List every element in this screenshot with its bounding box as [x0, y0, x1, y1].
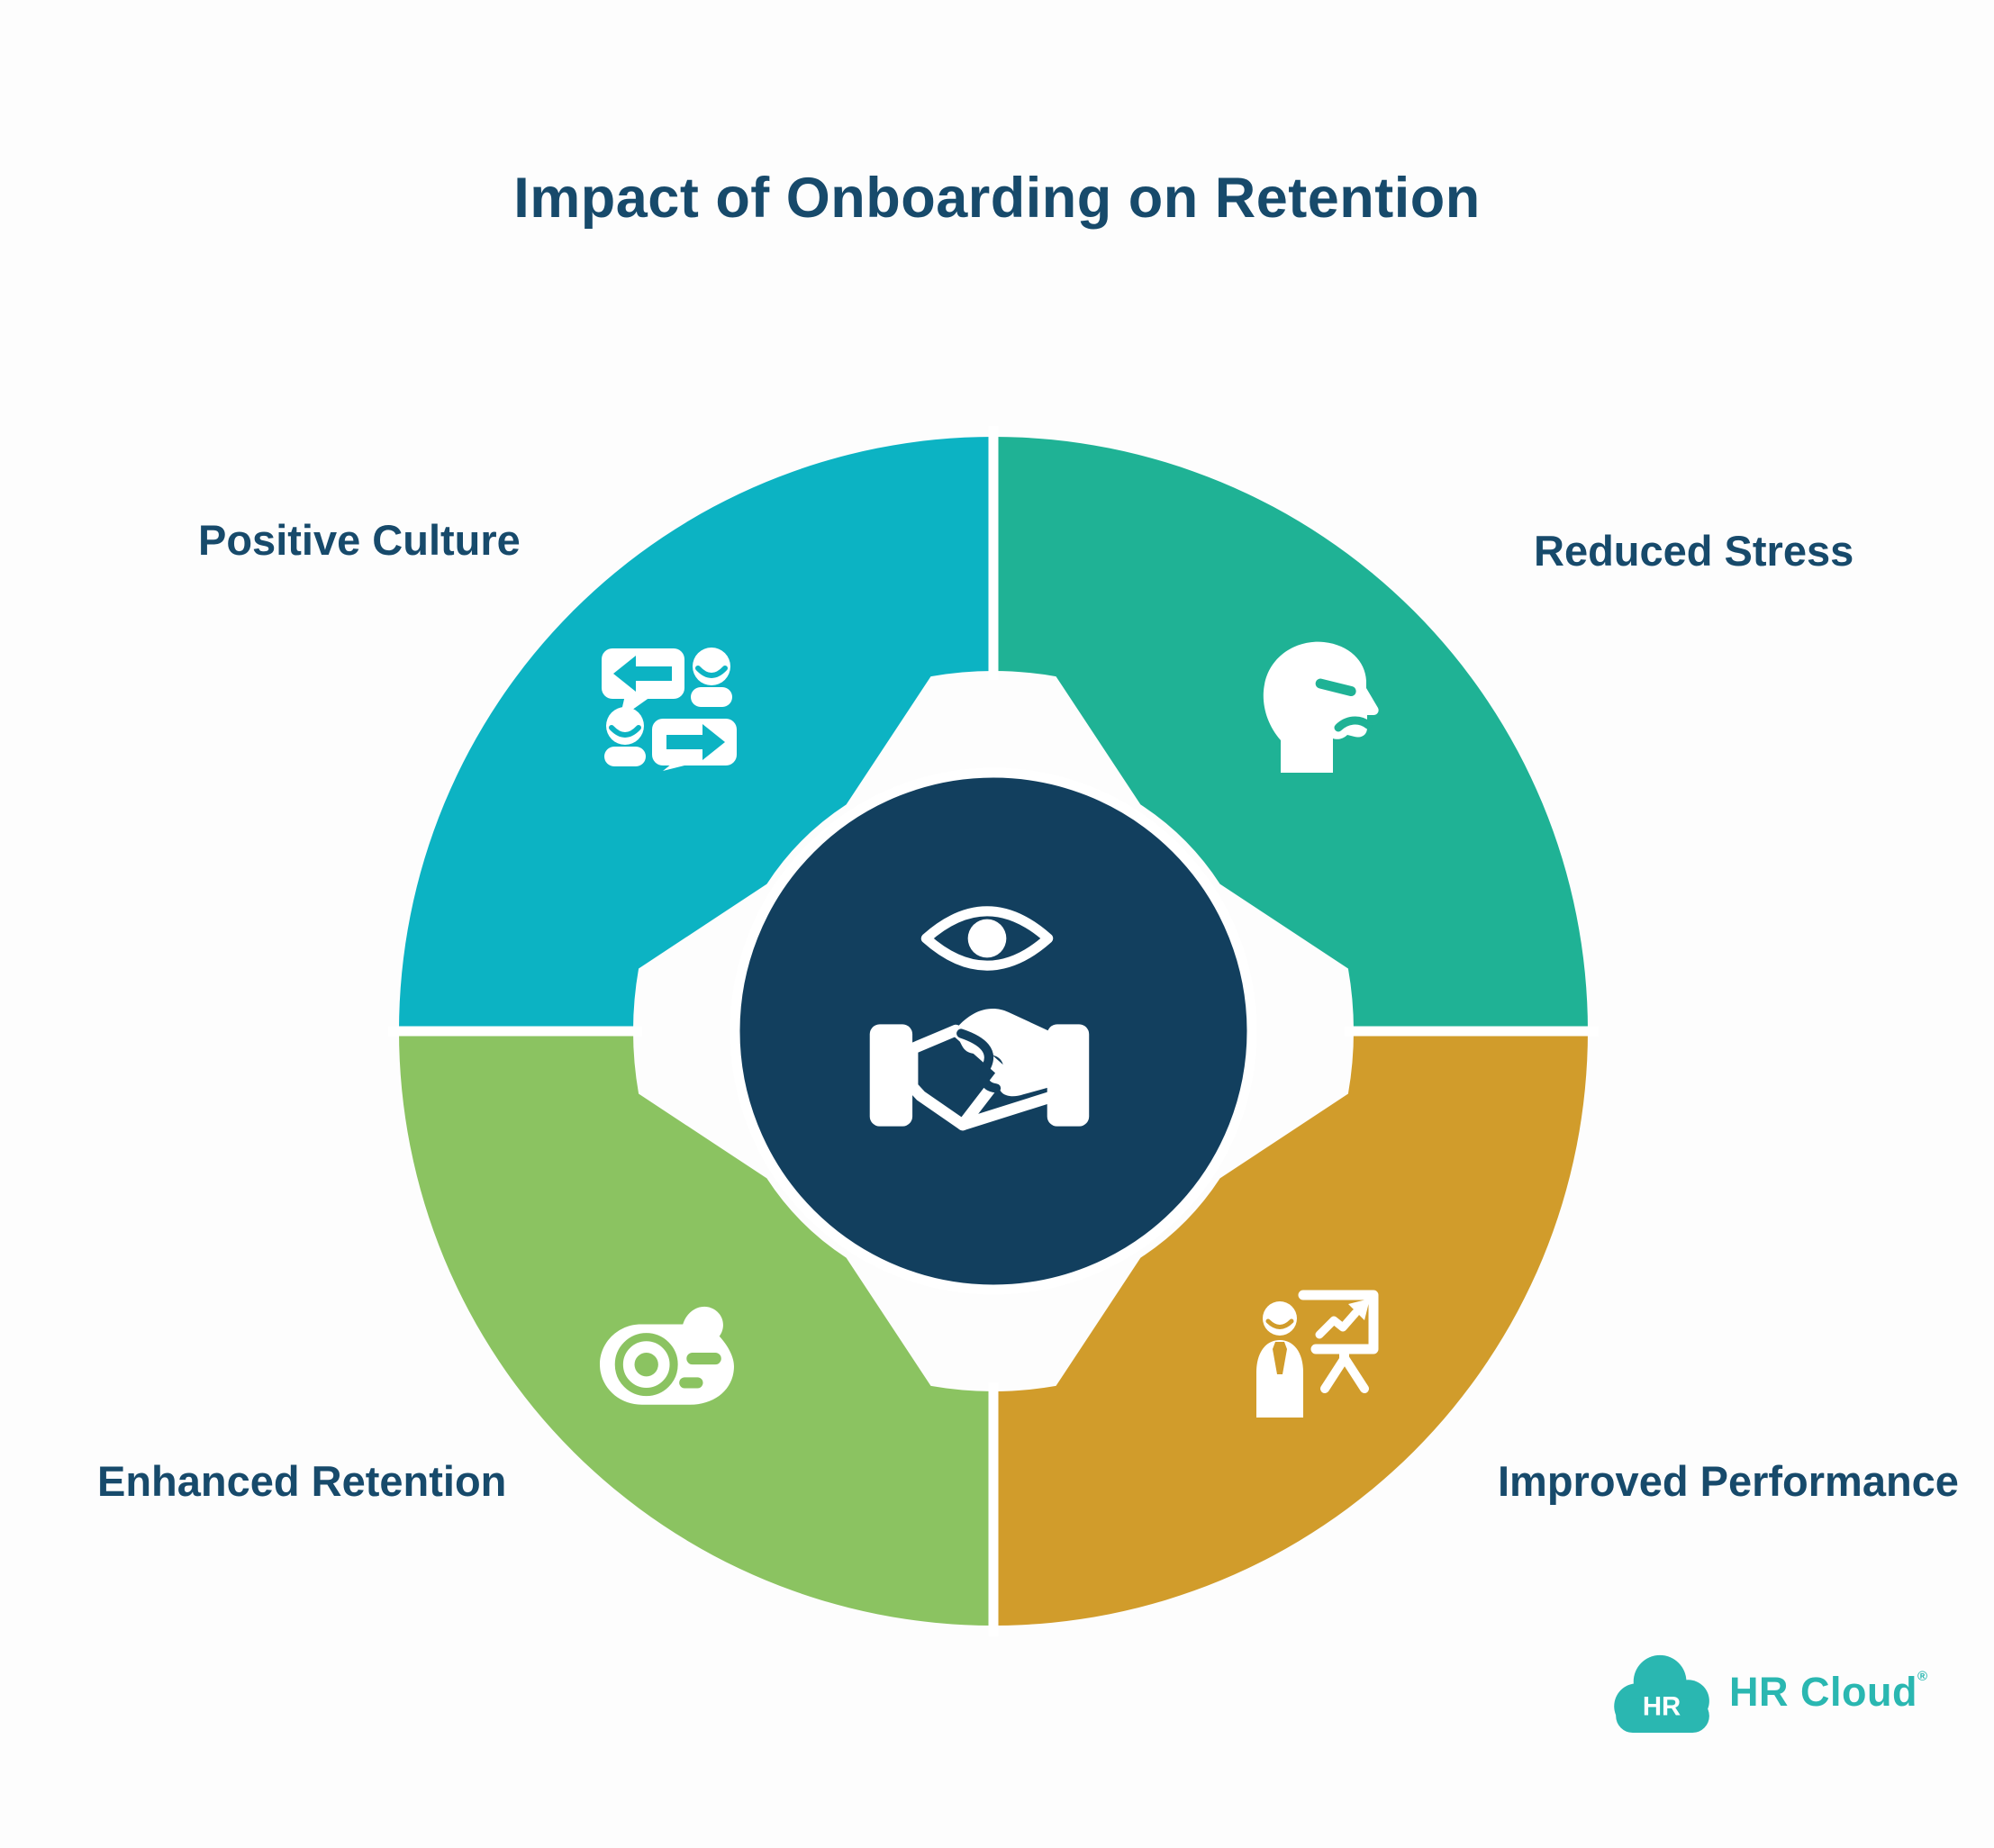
page-title: Impact of Onboarding on Retention [513, 167, 1481, 231]
cloud-icon: HR [1614, 1654, 1709, 1733]
target-icon [600, 1306, 734, 1405]
divider-3 [1345, 1026, 1599, 1037]
conversation-icon [602, 648, 737, 771]
hr-cloud-logo: HR HR Cloud® [1610, 1652, 1928, 1733]
handshake-icon [869, 1008, 1090, 1131]
label-reduced-stress: Reduced Stress [1534, 527, 1854, 575]
logo-reg-mark: ® [1917, 1669, 1928, 1684]
logo-badge-text: HR [1643, 1691, 1681, 1721]
divider-2 [388, 1026, 642, 1037]
label-positive-culture: Positive Culture [198, 516, 521, 564]
stressed-head-icon [1263, 641, 1379, 773]
eye-icon [920, 906, 1054, 971]
logo-word-text: HR Cloud [1729, 1669, 1917, 1715]
label-enhanced-retention: Enhanced Retention [97, 1457, 507, 1505]
divider-0 [988, 426, 999, 680]
label-improved-performance: Improved Performance [1498, 1457, 1959, 1505]
presenter-icon [1256, 1290, 1379, 1418]
divider-1 [988, 1382, 999, 1636]
logo-wordmark: HR Cloud® [1729, 1669, 1928, 1716]
